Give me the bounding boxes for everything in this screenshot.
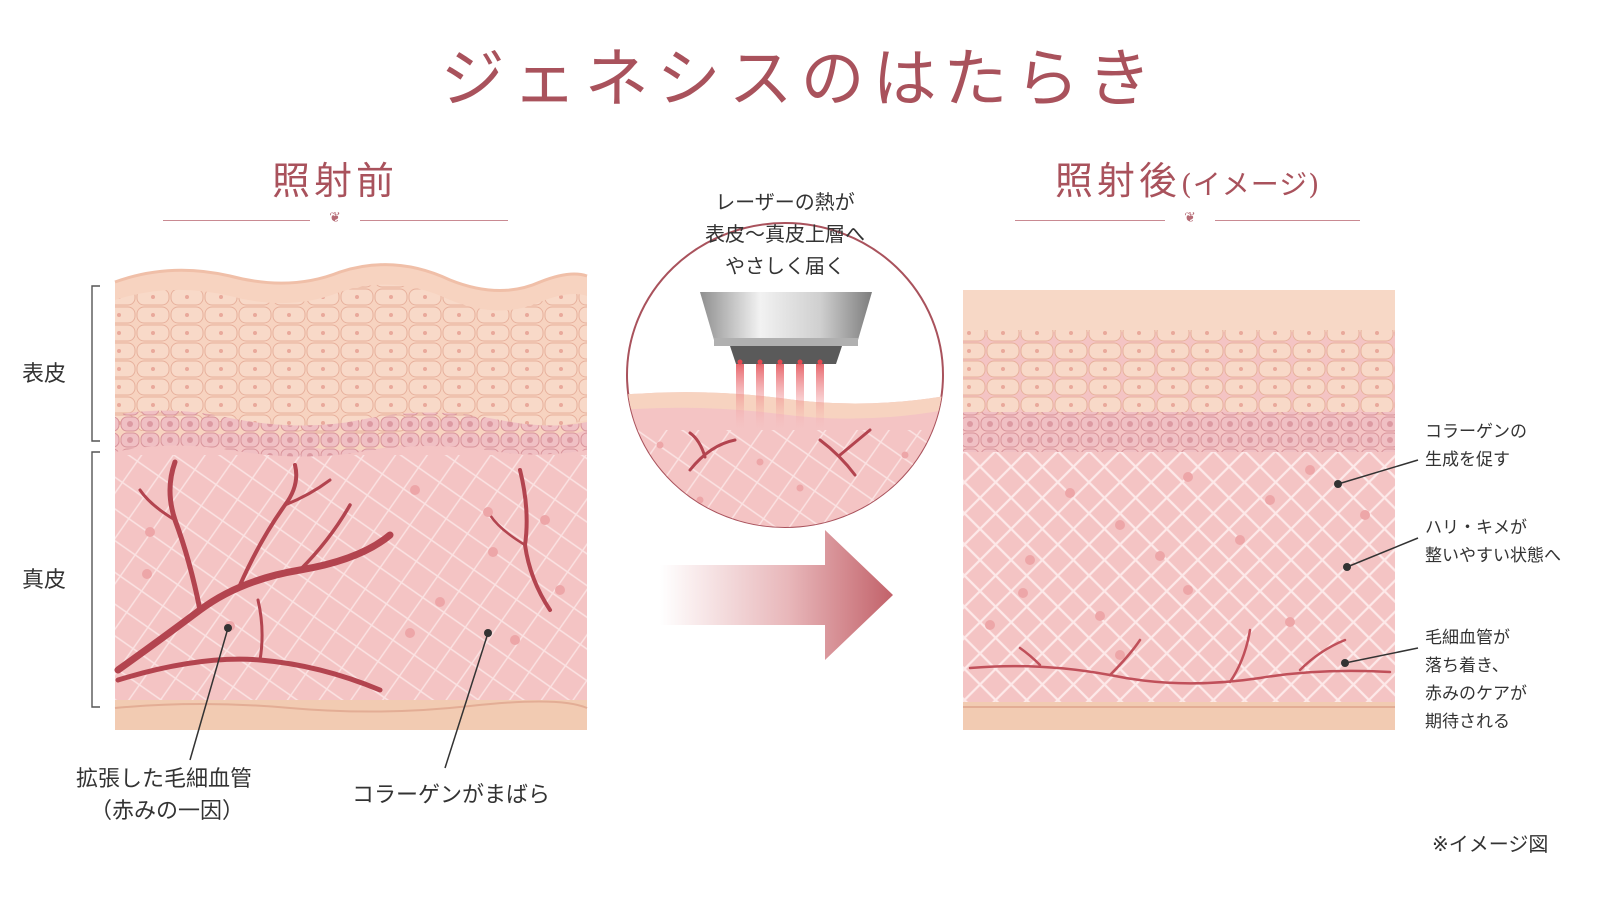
ornament-icon: ❦ (310, 210, 360, 226)
note-collagen-line1: コラーゲンの (1425, 422, 1527, 442)
footnote: ※イメージ図 (1432, 832, 1549, 856)
before-skin-block (114, 263, 588, 769)
note-capillary-line4: 期待される (1425, 712, 1510, 732)
after-heading: 照射後(イメージ) (1015, 150, 1360, 205)
before-heading: 照射前 (271, 159, 398, 203)
note-capillary-line1: 毛細血管が (1425, 628, 1510, 648)
caption-collagen: コラーゲンがまばら (352, 783, 551, 808)
bubble-line1: レーザーの熱が (715, 190, 855, 214)
note-capillary-line3: 赤みのケアが (1425, 684, 1527, 704)
caption-capillary-line2: （赤みの一因） (90, 799, 245, 824)
note-collagen-line2: 生成を促す (1425, 450, 1510, 470)
bubble-line3: やさしく届く (725, 254, 845, 278)
after-skin-block (963, 290, 1419, 730)
page-title: ジェネシスのはたらき (440, 43, 1160, 117)
note-firmness: ハリ・キメが 整いやすい状態へ (1425, 514, 1561, 570)
ornament-icon: ❦ (1165, 210, 1215, 226)
note-firmness-line1: ハリ・キメが (1425, 518, 1527, 538)
after-heading-main: 照射後 (1054, 159, 1181, 203)
caption-capillary-line1: 拡張した毛細血管 (76, 767, 253, 792)
after-heading-sub: (イメージ) (1180, 168, 1321, 201)
laser-device-icon (700, 292, 872, 365)
note-firmness-line2: 整いやすい状態へ (1425, 546, 1561, 566)
note-capillary-line2: 落ち着き、 (1425, 656, 1509, 676)
label-dermis: 真皮 (22, 568, 67, 593)
layer-brackets (91, 285, 100, 708)
label-epidermis: 表皮 (22, 362, 67, 387)
transition-arrow (660, 530, 893, 660)
caption-capillary: 拡張した毛細血管 （赤みの一因） (76, 764, 252, 828)
bubble-line2: 表皮～真皮上層へ (705, 222, 865, 246)
note-capillary: 毛細血管が 落ち着き、 赤みのケアが 期待される (1425, 624, 1527, 736)
bubble-text: レーザーの熱が 表皮～真皮上層へ やさしく届く (660, 186, 910, 282)
note-collagen: コラーゲンの 生成を促す (1425, 418, 1527, 474)
